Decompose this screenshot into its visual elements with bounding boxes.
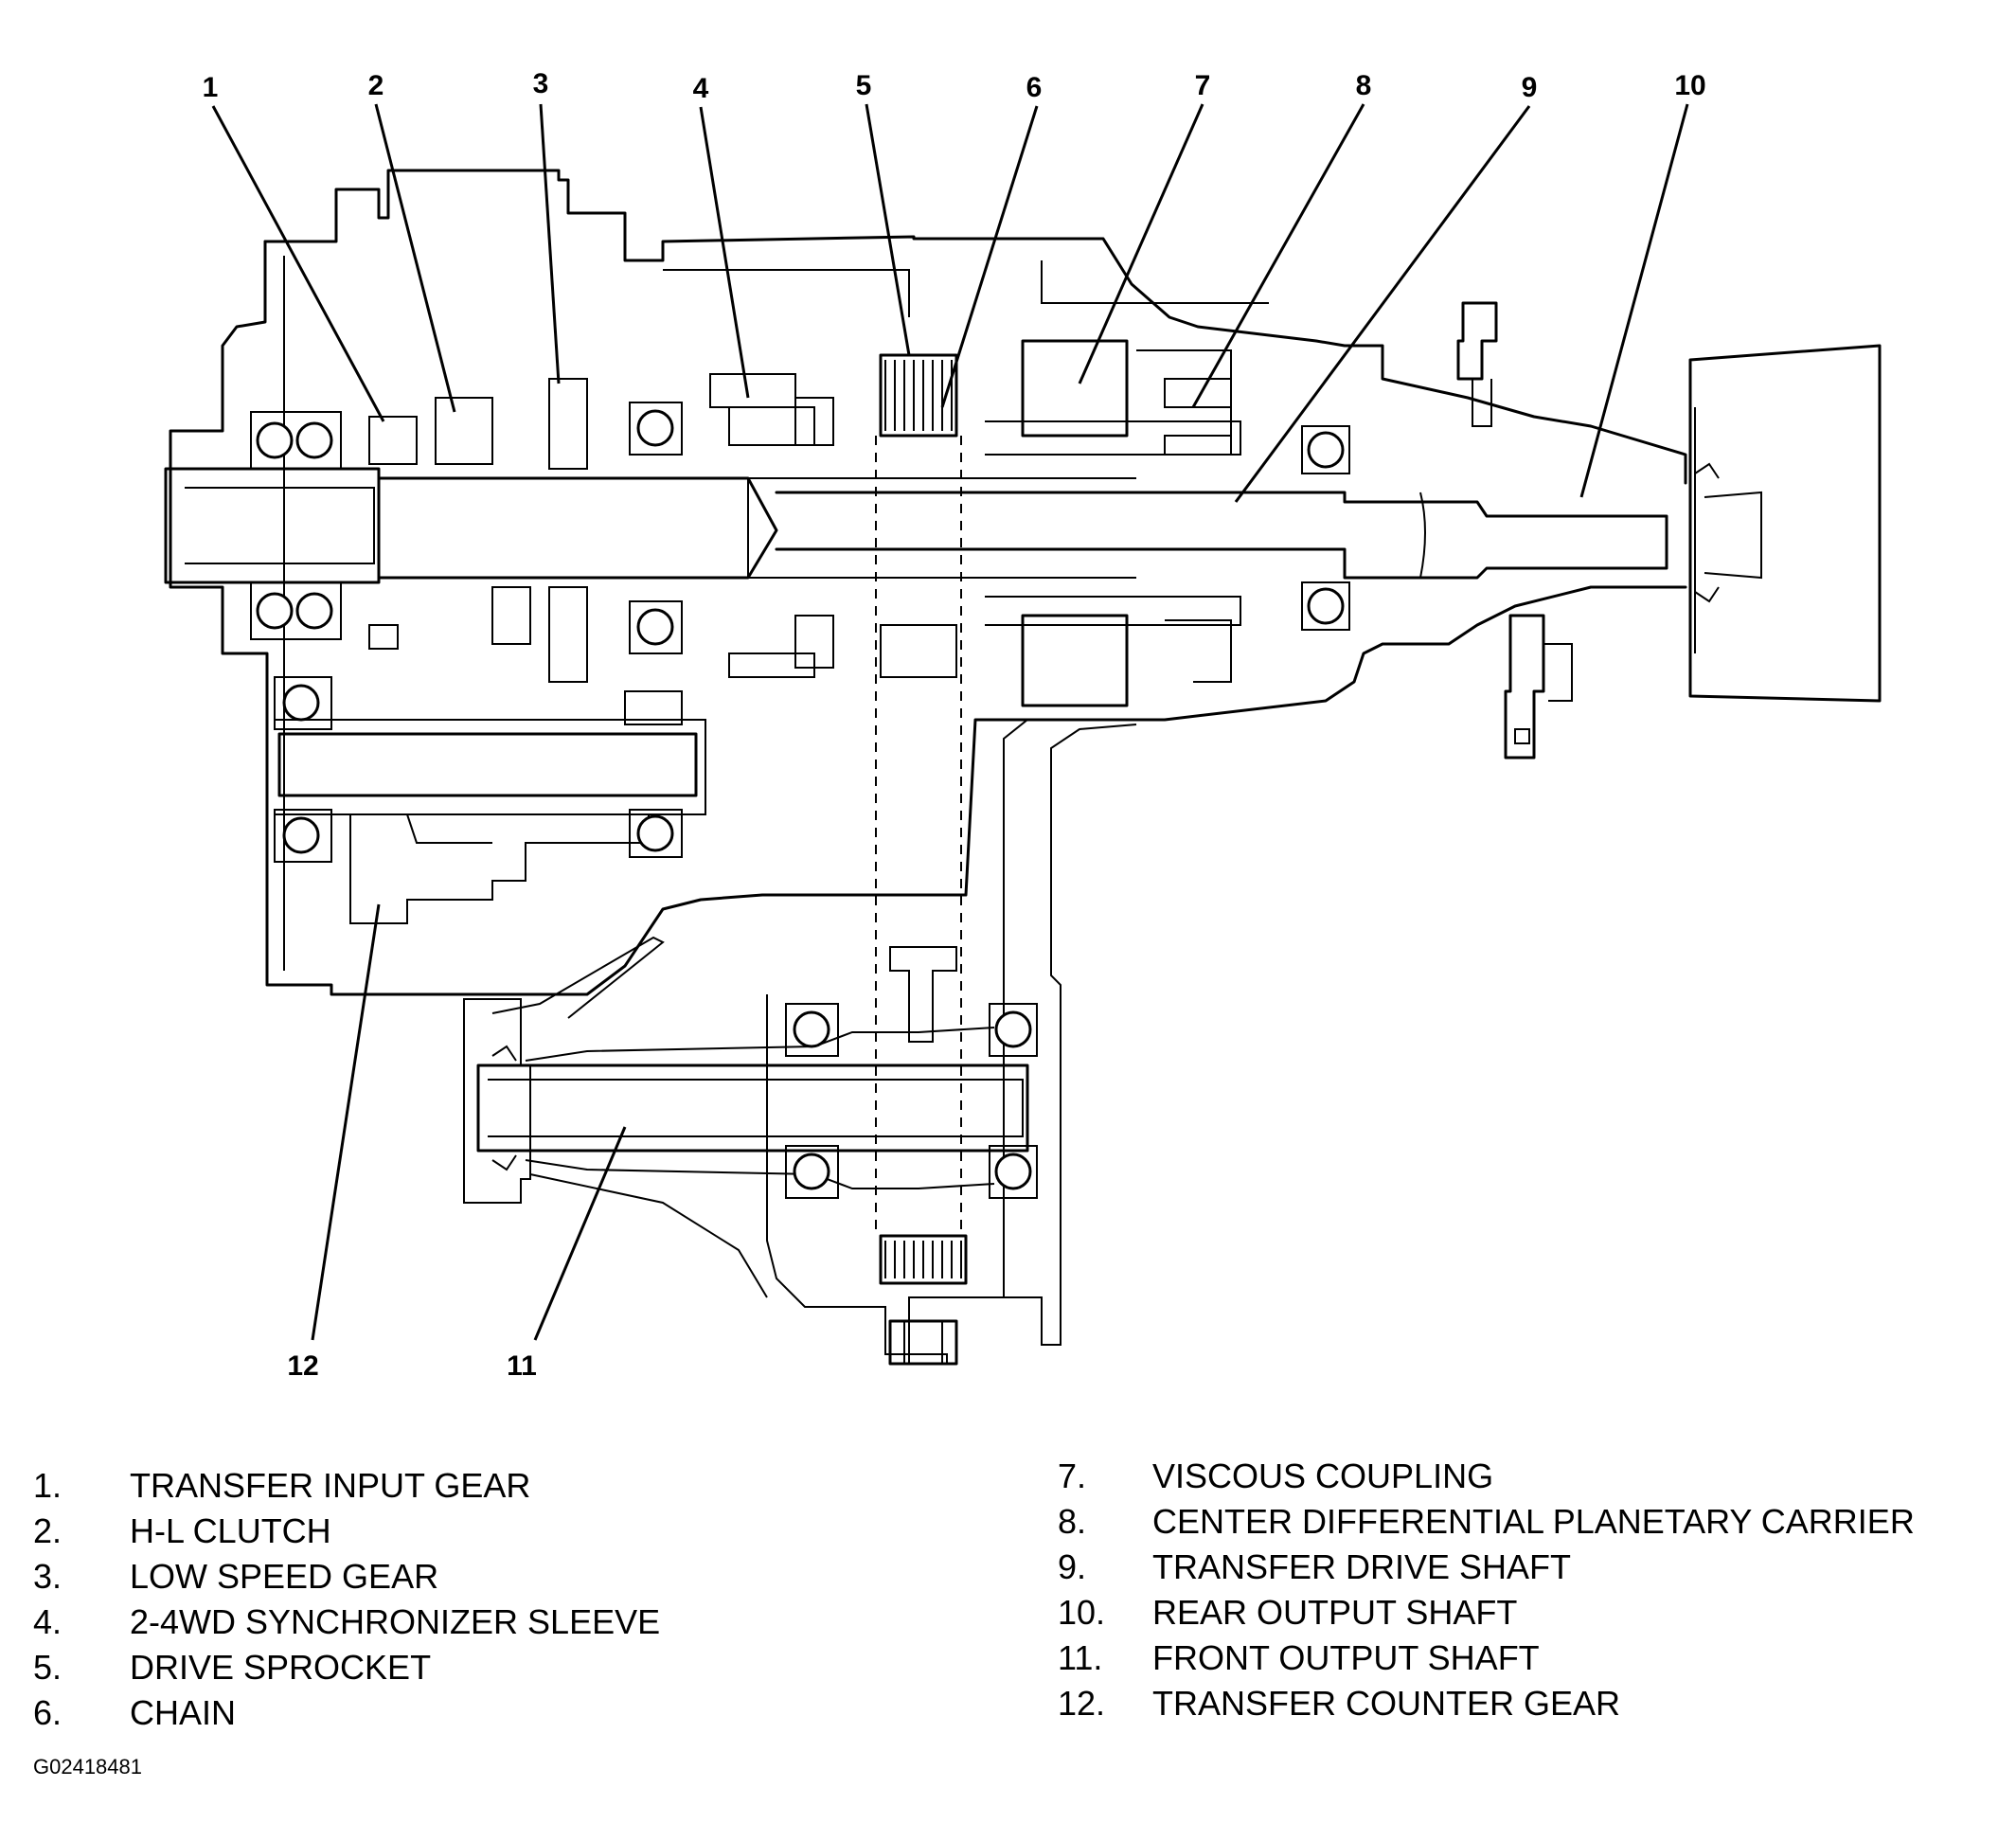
legend-text: LOW SPEED GEAR <box>130 1557 439 1596</box>
callout-4: 4 <box>693 73 709 104</box>
viscous-coupling-assembly <box>985 339 1241 707</box>
callout-1: 1 <box>203 72 219 103</box>
callout-labels: 1 2 3 4 5 6 7 8 9 10 11 12 <box>203 68 1706 1382</box>
legend-number: 9. <box>1058 1547 1087 1586</box>
legend-number: 3. <box>33 1557 62 1596</box>
legend-number: 8. <box>1058 1502 1087 1541</box>
legend-item: 5. DRIVE SPROCKET <box>33 1645 660 1690</box>
counter-shaft <box>275 719 706 924</box>
legend-text: H-L CLUTCH <box>130 1511 331 1550</box>
legend-text: FRONT OUTPUT SHAFT <box>1152 1638 1540 1677</box>
callout-5: 5 <box>856 70 872 101</box>
chain-sprocket <box>875 353 968 1285</box>
legend-text: REAR OUTPUT SHAFT <box>1152 1593 1518 1632</box>
legend-number: 10. <box>1058 1593 1106 1632</box>
leader-lines <box>211 103 1689 1341</box>
legend-item: 8. CENTER DIFFERENTIAL PLANETARY CARRIER <box>1058 1499 1915 1545</box>
legend-text: TRANSFER DRIVE SHAFT <box>1152 1547 1572 1586</box>
legend-text: 2-4WD SYNCHRONIZER SLEEVE <box>130 1602 661 1641</box>
main-shaft <box>164 467 1762 584</box>
legend-item: 1. TRANSFER INPUT GEAR <box>33 1463 660 1509</box>
legend-text: CHAIN <box>130 1693 237 1732</box>
legend-item: 4. 2-4WD SYNCHRONIZER SLEEVE <box>33 1600 660 1645</box>
front-output-shaft <box>476 936 1029 1298</box>
legend-item: 12. TRANSFER COUNTER GEAR <box>1058 1681 1915 1726</box>
legend-item: 7. VISCOUS COUPLING <box>1058 1454 1915 1499</box>
seals <box>491 462 1720 1171</box>
bearings <box>250 402 1350 1199</box>
legend-number: 1. <box>33 1466 62 1505</box>
legend-number: 4. <box>33 1602 62 1641</box>
transfer-case-cross-section: 1 2 3 4 5 6 7 8 9 10 11 12 <box>164 68 1882 1382</box>
parts-legend: 1. TRANSFER INPUT GEAR 2. H-L CLUTCH 3. LOW… <box>0 1457 2016 1785</box>
legend-item: 9. TRANSFER DRIVE SHAFT <box>1058 1545 1915 1590</box>
synchronizer-clutch-parts <box>368 373 834 725</box>
legend-column-left: 1. TRANSFER INPUT GEAR 2. H-L CLUTCH 3. LOW… <box>33 1463 660 1736</box>
callout-3: 3 <box>533 68 549 99</box>
legend-item: 10. REAR OUTPUT SHAFT <box>1058 1590 1915 1635</box>
legend-item: 6. CHAIN <box>33 1690 660 1736</box>
callout-8: 8 <box>1356 70 1372 101</box>
legend-column-right: 7. VISCOUS COUPLING 8. CENTER DIFFERENTIAL… <box>1058 1454 1915 1726</box>
legend-text: TRANSFER COUNTER GEAR <box>1152 1684 1621 1723</box>
legend-text: VISCOUS COUPLING <box>1152 1457 1494 1495</box>
speed-sensors <box>1456 301 1573 760</box>
legend-text: CENTER DIFFERENTIAL PLANETARY CARRIER <box>1152 1502 1915 1541</box>
callout-6: 6 <box>1026 72 1043 103</box>
legend-number: 12. <box>1058 1684 1106 1723</box>
callout-12: 12 <box>287 1350 318 1382</box>
legend-text: DRIVE SPROCKET <box>130 1648 432 1687</box>
legend-item: 2. H-L CLUTCH <box>33 1509 660 1554</box>
callout-9: 9 <box>1522 72 1538 103</box>
rear-output-flange <box>1688 344 1882 703</box>
figure-id: G02418481 <box>33 1755 142 1778</box>
callout-7: 7 <box>1195 70 1211 101</box>
legend-item: 11. FRONT OUTPUT SHAFT <box>1058 1635 1915 1681</box>
drain-plug <box>888 1319 958 1366</box>
legend-item: 3. LOW SPEED GEAR <box>33 1554 660 1600</box>
legend-number: 7. <box>1058 1457 1087 1495</box>
callout-10: 10 <box>1674 70 1705 101</box>
legend-text: TRANSFER INPUT GEAR <box>130 1466 531 1505</box>
legend-number: 6. <box>33 1693 62 1732</box>
transfer-housing <box>169 169 1687 1365</box>
callout-11: 11 <box>507 1350 537 1382</box>
callout-2: 2 <box>368 70 384 101</box>
legend-number: 11. <box>1058 1638 1103 1677</box>
legend-number: 2. <box>33 1511 62 1550</box>
legend-number: 5. <box>33 1648 62 1687</box>
